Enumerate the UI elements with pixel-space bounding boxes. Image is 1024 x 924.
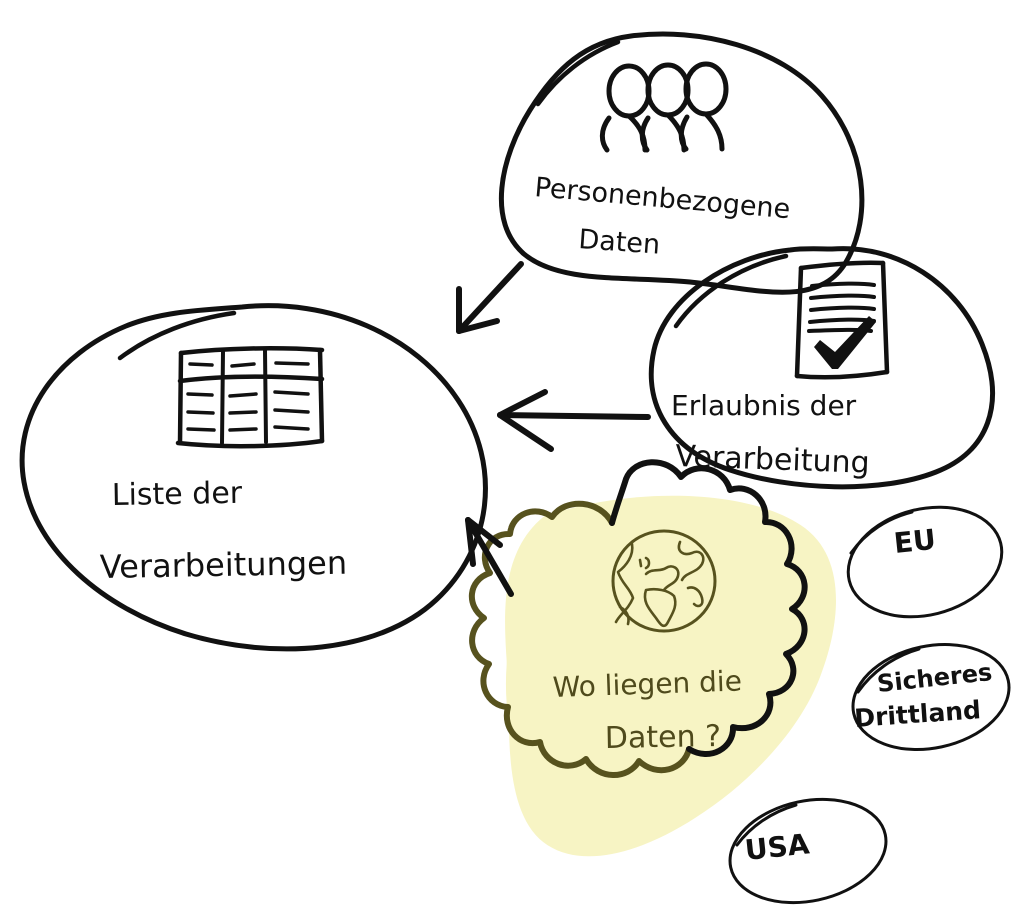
globe-icon xyxy=(611,529,717,633)
processing-list-label-line2: Verarbeitungen xyxy=(99,544,347,586)
data-location-label-line2: Daten ? xyxy=(605,719,722,756)
option-sicheres-drittland-label-line1: Sicheres xyxy=(876,658,994,698)
node-personal-data[interactable]: Personenbezogene Daten xyxy=(498,31,865,295)
personal-data-label-line2: Daten xyxy=(578,224,662,261)
node-processing-list[interactable]: Liste der Verarbeitungen xyxy=(19,303,488,652)
arrow-question-to-list xyxy=(465,517,514,597)
node-option-usa[interactable]: USA xyxy=(720,786,895,917)
processing-permission-label-line1: Erlaubnis der xyxy=(671,389,857,422)
table-icon xyxy=(175,346,325,449)
option-eu-label: EU xyxy=(892,523,937,560)
three-people-icon xyxy=(599,61,729,153)
arrow-personal-data-to-list xyxy=(456,261,524,334)
arrow-permission-to-list xyxy=(497,389,651,452)
data-location-label-line1: Wo liegen die xyxy=(552,664,742,704)
node-option-sicheres-drittland[interactable]: Sicheres Drittland xyxy=(843,631,1019,764)
personal-data-label-line1: Personenbezogene xyxy=(533,172,791,225)
option-usa-label: USA xyxy=(743,827,811,867)
processing-permission-label-line2: Verarbeitung xyxy=(675,439,870,481)
node-processing-permission[interactable]: Erlaubnis der Verarbeitung xyxy=(648,246,995,490)
node-data-location-question[interactable]: Wo liegen die Daten ? xyxy=(468,459,808,778)
option-sicheres-drittland-label-line2: Drittland xyxy=(853,695,981,733)
document-check-icon xyxy=(794,260,890,380)
node-option-eu[interactable]: EU xyxy=(836,492,1013,633)
processing-list-label-line1: Liste der xyxy=(112,476,244,513)
